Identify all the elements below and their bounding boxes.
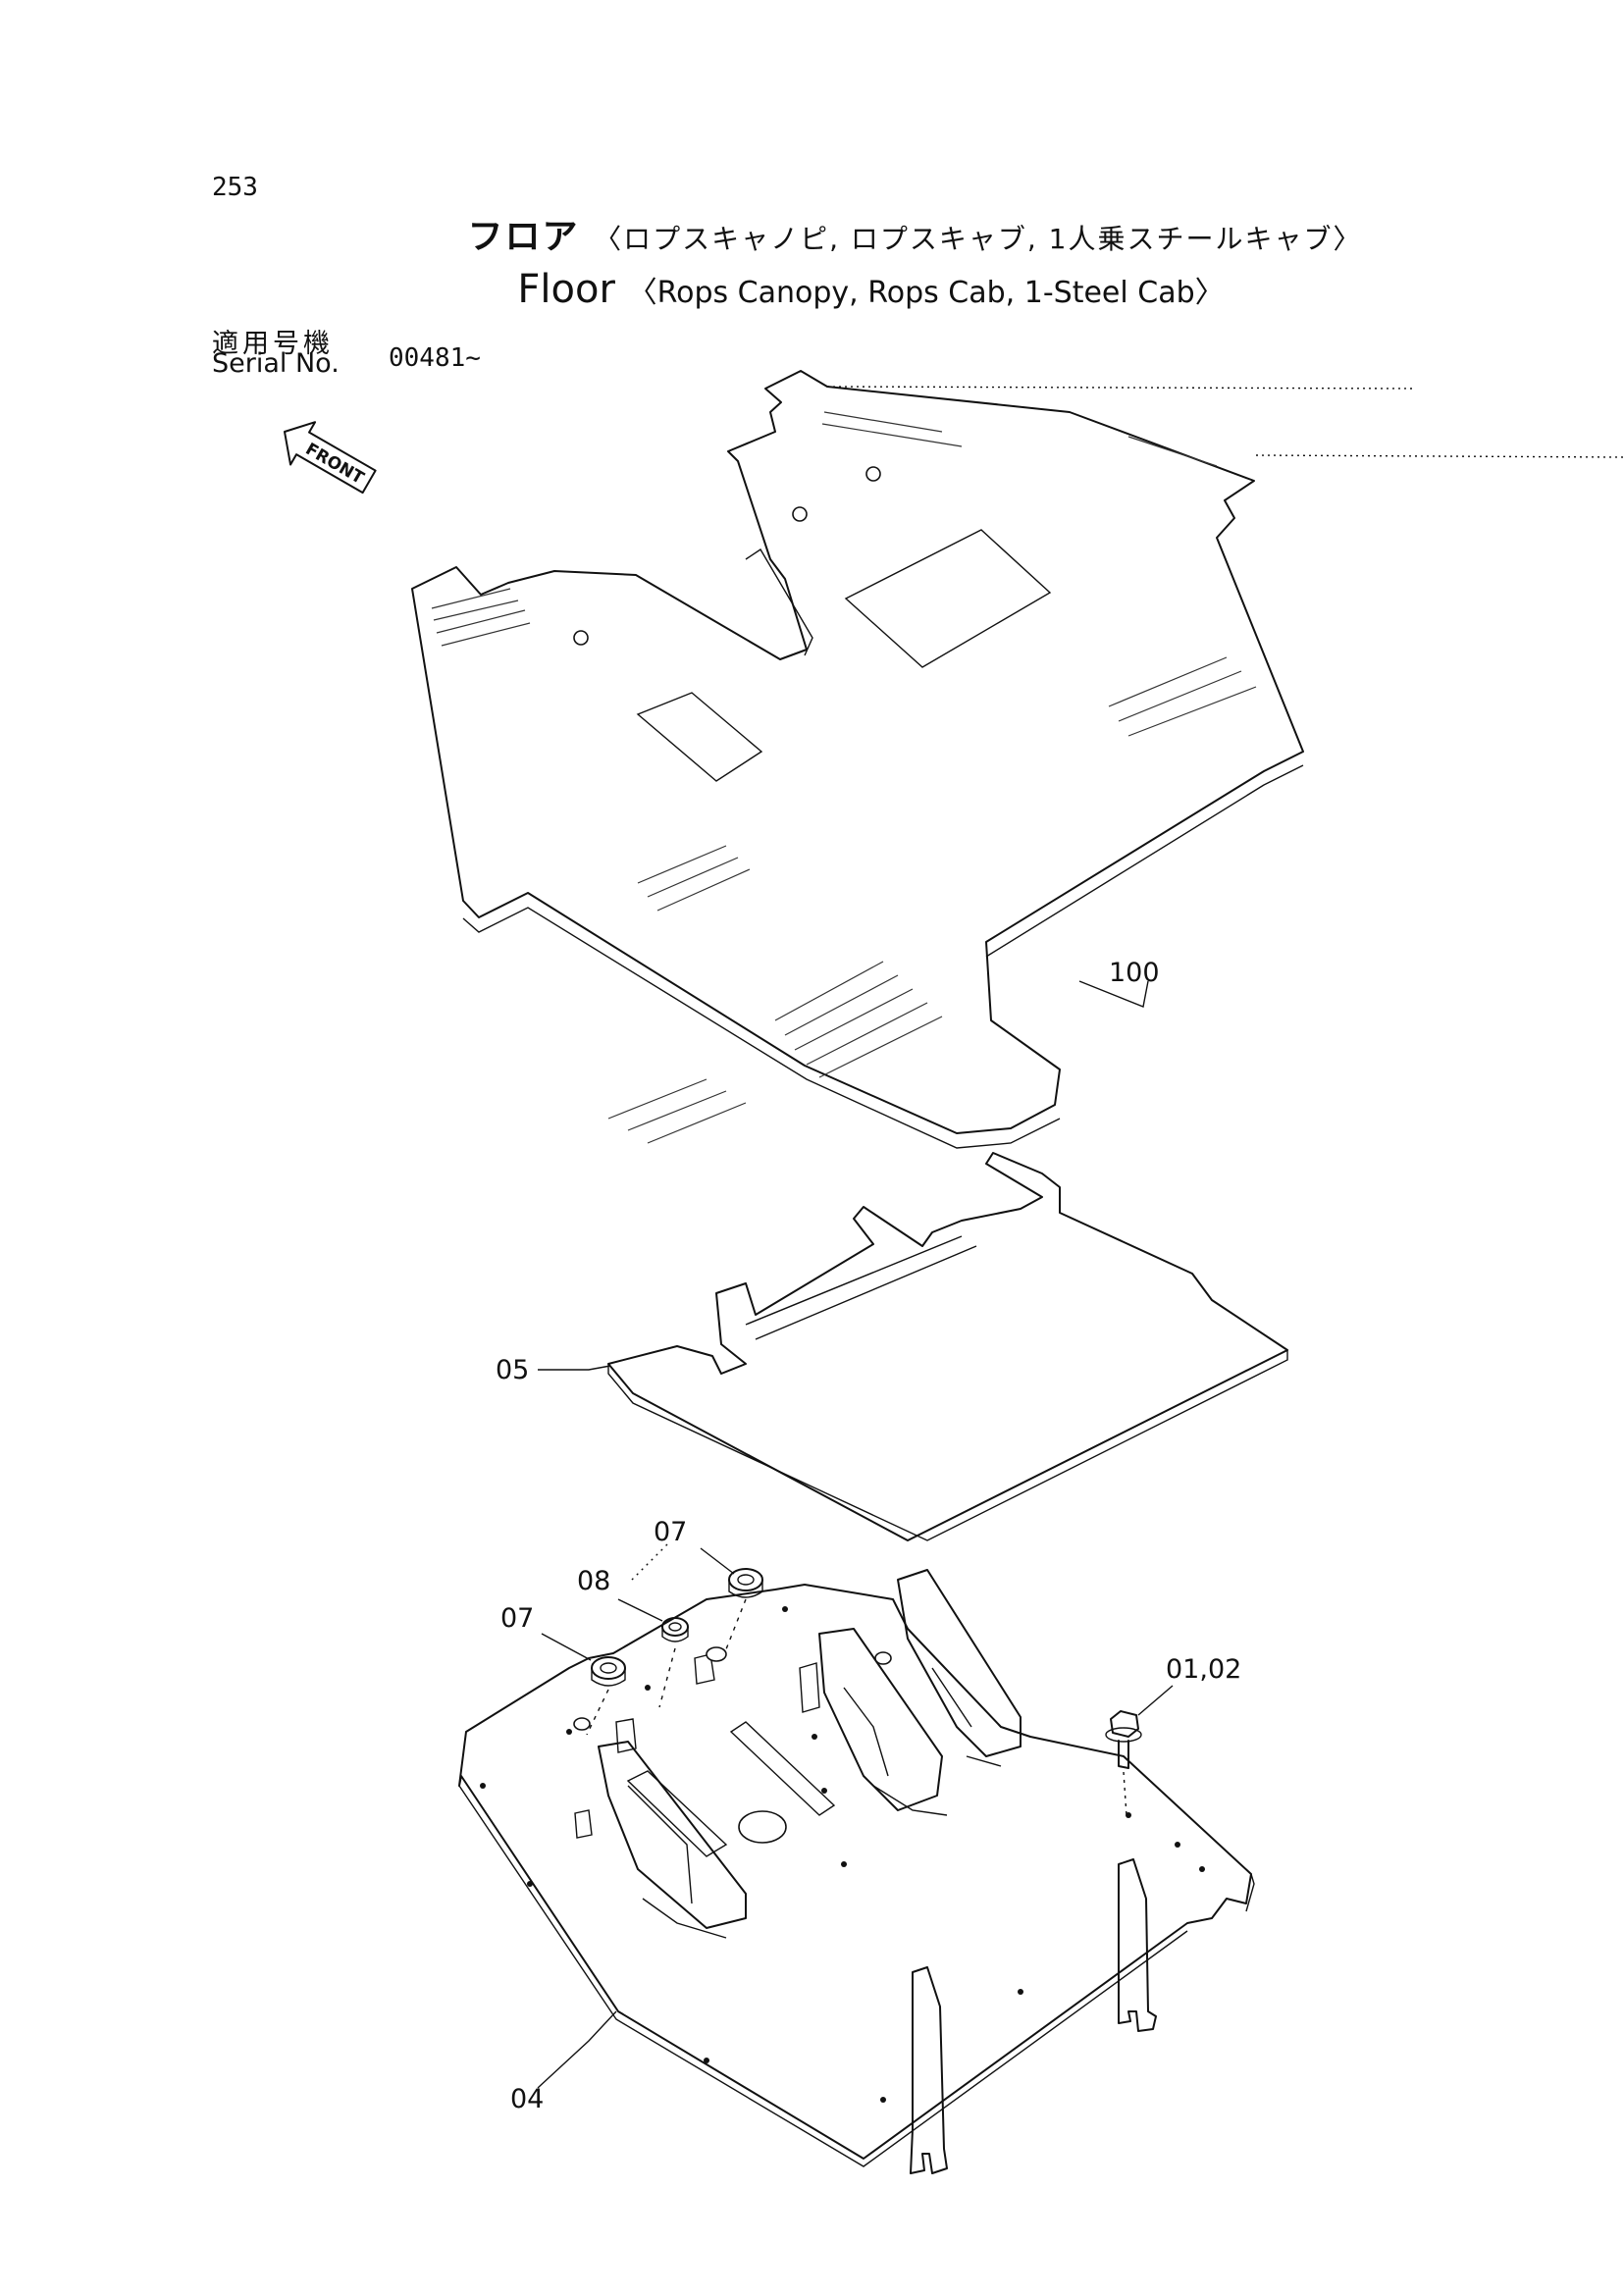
serial-value: 00481~ bbox=[389, 343, 481, 373]
title-en-sub: 〈Rops Canopy, Rops Cab, 1-Steel Cab〉 bbox=[627, 276, 1225, 310]
floor-plate-opening bbox=[738, 1810, 787, 1844]
floor-plate-boss bbox=[574, 1809, 593, 1839]
title-english: Floor 〈Rops Canopy, Rops Cab, 1-Steel Ca… bbox=[0, 267, 1624, 312]
bolt-washer-0102 bbox=[1105, 1710, 1142, 1816]
callout-04: 04 bbox=[510, 2084, 544, 2114]
floor-plate-outline bbox=[458, 1584, 1252, 2160]
rubber-mat-edge bbox=[607, 1350, 1288, 1541]
grommet-07-right bbox=[728, 1568, 763, 1598]
callout-07-group-line bbox=[629, 1543, 668, 1583]
rubber-mat-inner bbox=[745, 1235, 977, 1340]
callout-07-left: 07 bbox=[500, 1603, 534, 1634]
callout-07-right: 07 bbox=[654, 1517, 687, 1547]
leader-line-07-left bbox=[541, 1633, 592, 1661]
assembly-lines bbox=[586, 1598, 747, 1736]
callout-05: 05 bbox=[496, 1355, 529, 1385]
grommet-07-left bbox=[591, 1656, 626, 1687]
pedal-left-arm bbox=[627, 1785, 727, 1939]
floor-plate-hole bbox=[706, 1646, 727, 1662]
title-japanese: フロア 〈ロプスキャノピ, ロプスキャブ, 1人乗スチールキャブ〉 bbox=[0, 208, 1624, 259]
floor-mat bbox=[411, 370, 1304, 1149]
support-bracket-left bbox=[910, 1966, 948, 2174]
floor-plate-hole bbox=[573, 1717, 591, 1731]
front-arrow-shape bbox=[284, 421, 377, 495]
front-arrow: FRONT bbox=[284, 421, 377, 495]
floor-mat-hole bbox=[792, 506, 808, 522]
floor-mat-hole bbox=[865, 466, 881, 482]
plug-08 bbox=[661, 1617, 689, 1642]
floor-plate-hole bbox=[874, 1651, 892, 1665]
title-en-main: Floor bbox=[517, 267, 615, 312]
floor-plate-bracket bbox=[729, 1721, 836, 1816]
pedal-center bbox=[818, 1628, 943, 1811]
pedal-right bbox=[897, 1569, 1022, 1757]
leader-line-04 bbox=[537, 2010, 617, 2089]
leader-line-08 bbox=[617, 1598, 663, 1622]
floor-mat-edge bbox=[462, 764, 1304, 1149]
floor-plate-boss bbox=[694, 1653, 715, 1685]
floor-mat-hole bbox=[573, 630, 589, 646]
rubber-mat-outline bbox=[607, 1152, 1288, 1541]
serial-label-en: Serial No. bbox=[212, 348, 340, 379]
title-ja-sub: 〈ロプスキャノピ, ロプスキャブ, 1人乗スチールキャブ〉 bbox=[594, 223, 1363, 255]
leader-line-100 bbox=[1078, 980, 1149, 1008]
callout-08: 08 bbox=[577, 1566, 610, 1596]
support-bracket-right bbox=[1118, 1858, 1157, 2032]
callout-100: 100 bbox=[1109, 958, 1160, 988]
floor-plate-boss bbox=[615, 1718, 637, 1753]
floor-plate-edge bbox=[458, 1785, 1255, 2167]
leader-line-05 bbox=[538, 1365, 611, 1371]
floor-mat-cutout-right bbox=[844, 529, 1052, 668]
pedal-center-arm bbox=[843, 1687, 948, 1816]
reference-lines bbox=[826, 386, 1624, 458]
floor-plate-bracket bbox=[626, 1770, 728, 1857]
leader-line-0102 bbox=[1137, 1685, 1174, 1716]
serial-label-ja: 適用号機 bbox=[212, 329, 334, 359]
floor-mat-cutout-left bbox=[636, 692, 763, 782]
title-ja-main: フロア bbox=[467, 217, 580, 257]
floor-plate-boss bbox=[799, 1662, 820, 1713]
leader-line-07-right bbox=[700, 1547, 735, 1575]
rubber-mat bbox=[607, 1152, 1288, 1541]
floor-mat-outline bbox=[411, 370, 1304, 1134]
callout-01-02: 01,02 bbox=[1166, 1654, 1241, 1685]
page-number: 253 bbox=[212, 173, 258, 202]
pedal-right-arm bbox=[931, 1667, 1002, 1767]
floor-mat-notch bbox=[745, 548, 813, 656]
floor-plate bbox=[458, 1569, 1255, 2174]
pedal-left bbox=[598, 1741, 747, 1929]
floor-mat-hatching bbox=[431, 411, 1257, 1144]
